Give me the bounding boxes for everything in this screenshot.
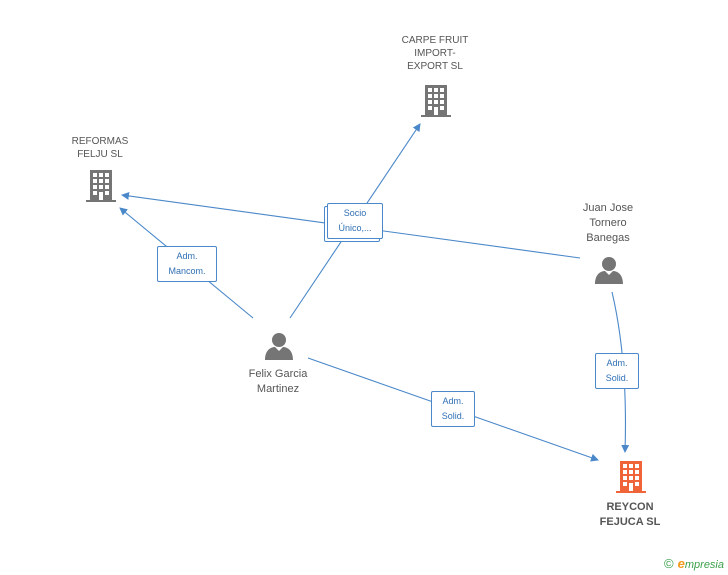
node-juan-jose-label[interactable]: Juan Jose Tornero Banegas [556,201,660,246]
node-carpe-fruit-label[interactable]: CARPE FRUIT IMPORT- EXPORT SL [383,34,487,73]
edge-label-line: Socio [343,208,367,218]
edges [119,123,630,462]
label-line: Martinez [256,383,300,395]
edge-label-line: Adm. [606,358,628,368]
label-line: Juan Jose [582,202,634,214]
label-line: IMPORT- [414,48,456,59]
label-line: Banegas [586,232,630,244]
brand-watermark: ©empresia [664,556,724,571]
edge-label-line: Adm. [176,251,198,261]
copyright-symbol: © [664,556,674,571]
edge-label-line: Solid. [605,373,629,383]
label-line: EXPORT SL [407,61,463,72]
building-icon [86,170,116,202]
edge-label-line: Mancom. [168,266,206,276]
label-line: FELJU SL [77,149,123,160]
label-line: Tornero [589,217,627,229]
person-icon [595,257,623,284]
node-reycon-fejuca-label[interactable]: REYCON FEJUCA SL [578,500,682,530]
edge-label-adm-mancom[interactable]: Adm. Mancom. [157,246,217,282]
edge-label-line: Solid. [441,411,465,421]
edge-label-line: Único,... [338,223,372,233]
brand-initial: e [677,556,685,571]
building-icon [421,85,451,117]
label-line: REFORMAS [71,136,129,147]
edge-label-socio-unico[interactable]: Socio Único,... [327,203,383,239]
person-icon [265,333,293,360]
edge-label-line: Adm. [442,396,464,406]
brand-name: mpresia [684,559,724,571]
node-felix-garcia-label[interactable]: Felix Garcia Martinez [226,367,330,397]
node-reformas-felju-label[interactable]: REFORMAS FELJU SL [50,135,150,161]
label-line: REYCON [606,501,654,513]
label-line: Felix Garcia [248,368,308,380]
building-icon [616,461,646,493]
edge-label-adm-solid-felix[interactable]: Adm. Solid. [431,391,475,427]
label-line: CARPE FRUIT [401,35,469,46]
label-line: FEJUCA SL [599,516,661,528]
edge-label-adm-solid-juan[interactable]: Adm. Solid. [595,353,639,389]
